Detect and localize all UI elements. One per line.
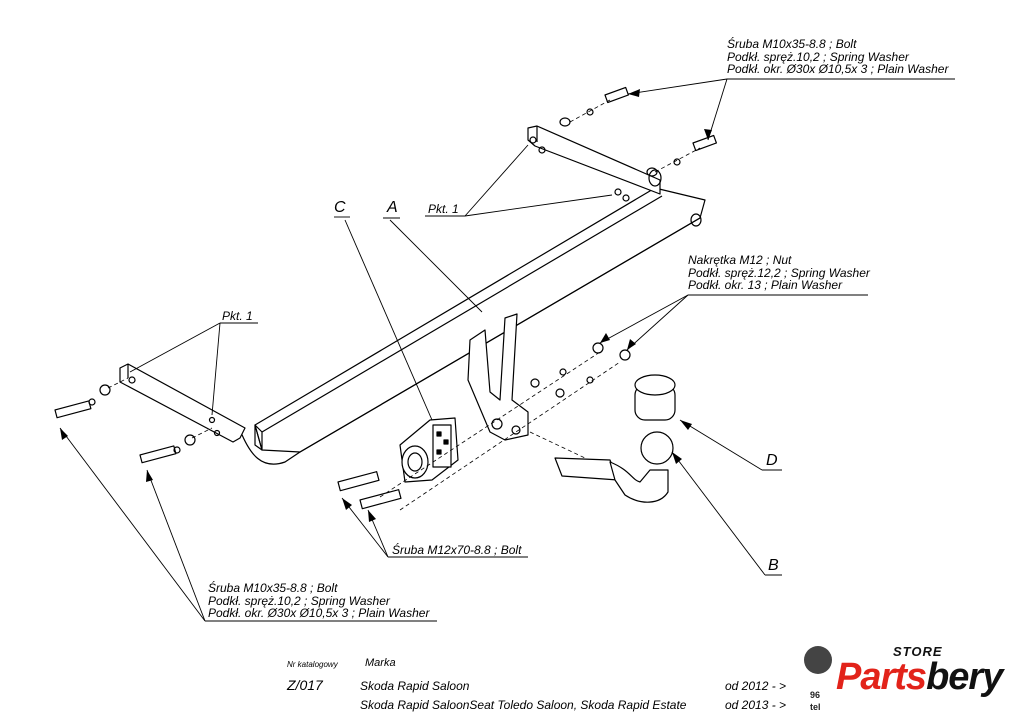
label-a: A: [387, 199, 398, 216]
callout-bottom-left: Śruba M10x35-8.8 ; Bolt Podkł. spręż.10,…: [208, 582, 429, 620]
ball-cap: [634, 374, 676, 421]
callout-bolt-m12: Śruba M12x70-8.8 ; Bolt: [392, 543, 522, 557]
callout-line: Podkł. spręż.10,2 ; Spring Washer: [208, 593, 390, 608]
cut-off-text: tel: [810, 702, 821, 712]
years-row-1: od 2012 - >: [725, 679, 787, 693]
callout-line: Podkł. spręż.10,2 ; Spring Washer: [727, 49, 909, 64]
fasteners-m12: [337, 471, 402, 510]
tow-ball-arm: [554, 431, 674, 503]
left-bracket: [119, 363, 246, 443]
years-row-2: od 2013 - >: [725, 698, 787, 712]
callout-pkt-left: Pkt. 1: [222, 309, 253, 323]
label-c: C: [334, 199, 346, 216]
callout-line: Nakrętka M12 ; Nut: [688, 253, 792, 267]
callout-top-right: Śruba M10x35-8.8 ; Bolt Podkł. spręż.10,…: [727, 38, 948, 76]
header-catalog: Nr katalogowy: [287, 660, 338, 669]
catalog-number: Z/017: [287, 677, 323, 693]
model-row-1: Skoda Rapid Saloon: [360, 679, 470, 693]
logo: Partsbery: [836, 656, 1003, 699]
logo-part-b: bery: [926, 656, 1003, 698]
callout-line: Podkł. okr. Ø30x Ø10,5x 3 ; Plain Washer: [208, 606, 430, 620]
logo-ball: [804, 646, 832, 674]
label-b: B: [768, 557, 779, 574]
callout-line: Śruba M10x35-8.8 ; Bolt: [208, 581, 338, 595]
fasteners-left: [54, 384, 196, 464]
callout-line: Podkł. okr. Ø30x Ø10,5x 3 ; Plain Washer: [727, 62, 949, 76]
callout-line: Podkł. spręż.12,2 ; Spring Washer: [688, 265, 870, 280]
mounting-plate: [467, 313, 529, 441]
header-brand: Marka: [365, 657, 396, 669]
logo-part-a: Parts: [836, 656, 927, 698]
socket-holder: [399, 417, 459, 483]
callout-nut: Nakrętka M12 ; Nut Podkł. spręż.12,2 ; S…: [688, 254, 870, 292]
callout-pkt-top: Pkt. 1: [428, 202, 459, 216]
label-d: D: [766, 452, 778, 469]
model-row-2: Skoda Rapid SaloonSeat Toledo Saloon, Sk…: [360, 698, 687, 712]
cut-off-text: 96: [810, 690, 821, 700]
logo-store-text: STORE: [893, 644, 943, 659]
callout-line: Śruba M10x35-8.8 ; Bolt: [727, 37, 857, 51]
assembly-lines: [107, 99, 701, 511]
crossbar-beam: [239, 187, 706, 465]
right-bracket: [527, 125, 702, 227]
callout-line: Podkł. okr. 13 ; Plain Washer: [688, 278, 843, 292]
